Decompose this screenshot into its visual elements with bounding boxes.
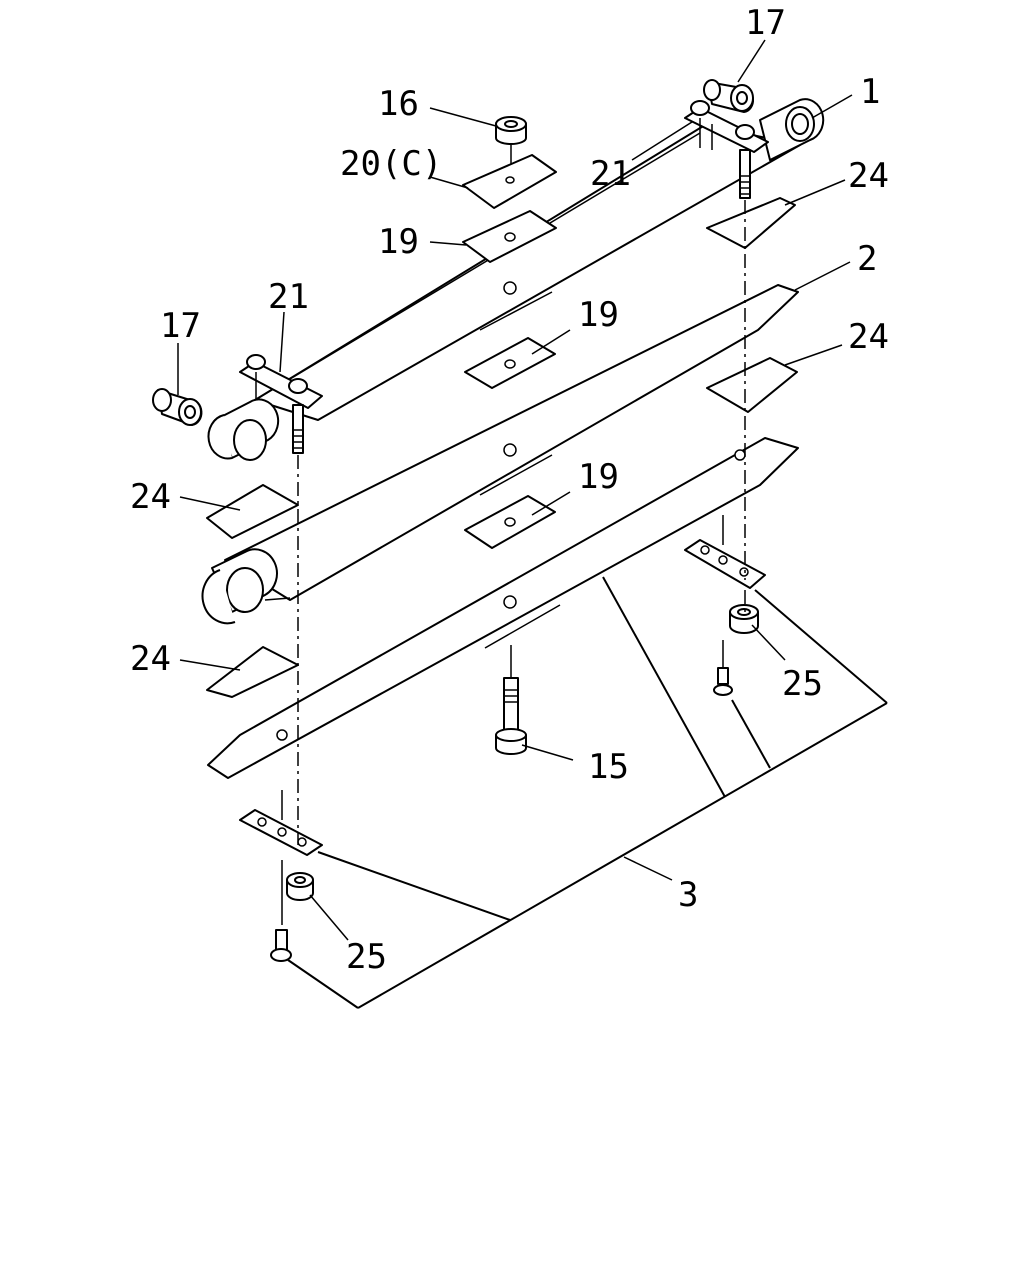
clip-plate-right [684,515,766,589]
callout-2: 2 [857,239,877,279]
spacer-plate-20c [462,154,557,209]
pad-19-mid [464,337,556,389]
nut-25-right [729,604,759,634]
leaf-2-eye [201,548,291,625]
callout-17-left: 17 [160,306,201,346]
callout-16: 16 [378,84,419,124]
screw-left [270,860,292,962]
callout-19-top: 19 [378,222,419,262]
callout-24-c: 24 [130,477,171,517]
callouts: 17 1 16 20(C) 21 24 19 2 21 17 19 24 24 … [130,3,889,977]
callout-19-mid: 19 [578,295,619,335]
bushing-17-left [152,388,203,426]
leaf-2 [224,284,799,601]
rebound-clip-21-left [239,354,323,454]
leaf-3 [207,437,799,779]
rebound-clip-21-top [684,100,769,199]
clip-plate-left [239,790,323,856]
spring-eye-rear [759,98,825,161]
screw-right [713,640,733,696]
callout-25-left: 25 [346,937,387,977]
bushing-17-top [703,79,754,113]
callout-25-right: 25 [782,664,823,704]
callout-1: 1 [860,72,880,112]
leader-lines [177,39,853,941]
liner-24-a [706,197,796,249]
callout-24-a: 24 [848,156,889,196]
callout-21-top: 21 [590,154,631,194]
callout-20c: 20(C) [340,144,442,184]
liner-24-d [206,646,299,698]
callout-17-top: 17 [745,3,786,43]
callout-21-left: 21 [268,277,309,317]
pad-19-top [462,210,557,263]
center-bolt-15 [495,645,527,755]
callout-3: 3 [678,875,698,915]
spring-eye-front [207,398,280,461]
liner-24-c [206,484,299,539]
callout-24-b: 24 [848,317,889,357]
callout-15: 15 [588,747,629,787]
liner-24-b [706,357,798,413]
callout-24-d: 24 [130,639,171,679]
nut-16 [495,116,527,180]
callout-19-low: 19 [578,457,619,497]
pad-19-low [464,495,556,549]
nut-25-left [286,872,314,901]
assembly-3-bracket [287,576,888,1009]
